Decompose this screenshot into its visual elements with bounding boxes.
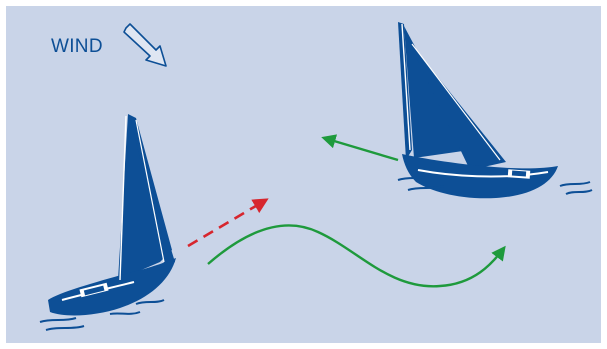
sailboat-right-icon bbox=[398, 22, 592, 198]
sailboat-left-icon bbox=[40, 114, 176, 330]
curved-course-arrow bbox=[208, 225, 504, 286]
straight-course-arrow bbox=[324, 138, 398, 160]
wind-direction-arrow-icon bbox=[124, 24, 166, 66]
dashed-course-arrow bbox=[188, 200, 266, 246]
